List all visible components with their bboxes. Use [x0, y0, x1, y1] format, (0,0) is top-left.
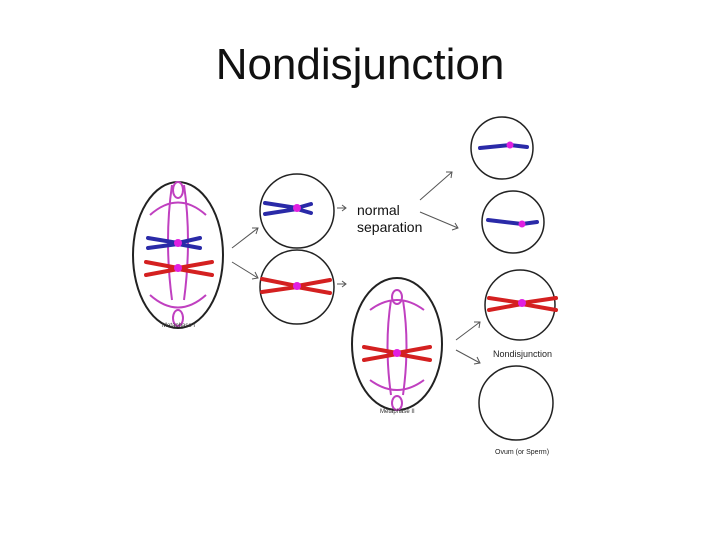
ovum-label: Ovum (or Sperm): [495, 449, 549, 456]
arrows-daughter: [337, 204, 347, 288]
slide-title: Nondisjunction: [215, 40, 505, 89]
spindle-fibers: [149, 181, 207, 327]
centromere: [506, 141, 514, 149]
centromere: [174, 264, 182, 272]
centromere: [518, 220, 526, 228]
arrows-meta2: [455, 321, 481, 365]
gamete-blue-2: [481, 190, 545, 254]
centromere: [174, 239, 182, 247]
daughter-cell-red: [259, 249, 335, 325]
normal-label-line2: separation: [357, 219, 422, 235]
metaphase-1-label: Metaphase I: [162, 323, 195, 329]
metaphase-2-label: Metaphase II: [380, 409, 415, 415]
normal-label-line1: normal: [357, 202, 400, 218]
centromere: [293, 204, 301, 212]
gamete-red-pair: [484, 269, 558, 341]
centromere: [518, 299, 526, 307]
metaphase-2-cell: Metaphase II: [351, 277, 443, 415]
metaphase-1-cell: Metaphase I: [132, 181, 224, 329]
nondisjunction-label: Nondisjunction: [493, 349, 552, 359]
daughter-cell-blue: [259, 173, 335, 249]
gamete-empty: [478, 365, 554, 441]
spindle-fibers: [369, 289, 425, 411]
arrows-meta1: [231, 227, 259, 280]
gamete-blue-1: [470, 116, 534, 180]
centromere: [393, 349, 401, 357]
centromere: [293, 282, 301, 290]
arrows-normal: [419, 171, 459, 231]
